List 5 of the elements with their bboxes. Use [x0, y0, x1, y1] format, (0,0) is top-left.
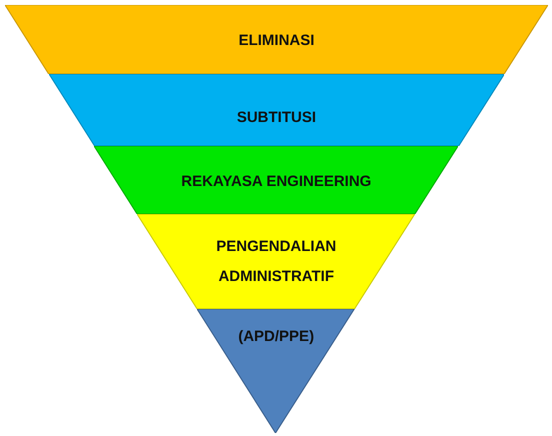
level-label: REKAYASA ENGINEERING [180, 172, 372, 192]
level-label: (APD/PPE) [237, 327, 316, 347]
level-label: ELIMINASI [238, 31, 316, 51]
level-label: PENGENDALIAN ADMINISTRATIF [215, 237, 338, 287]
level-label: SUBTITUSI [236, 108, 317, 128]
